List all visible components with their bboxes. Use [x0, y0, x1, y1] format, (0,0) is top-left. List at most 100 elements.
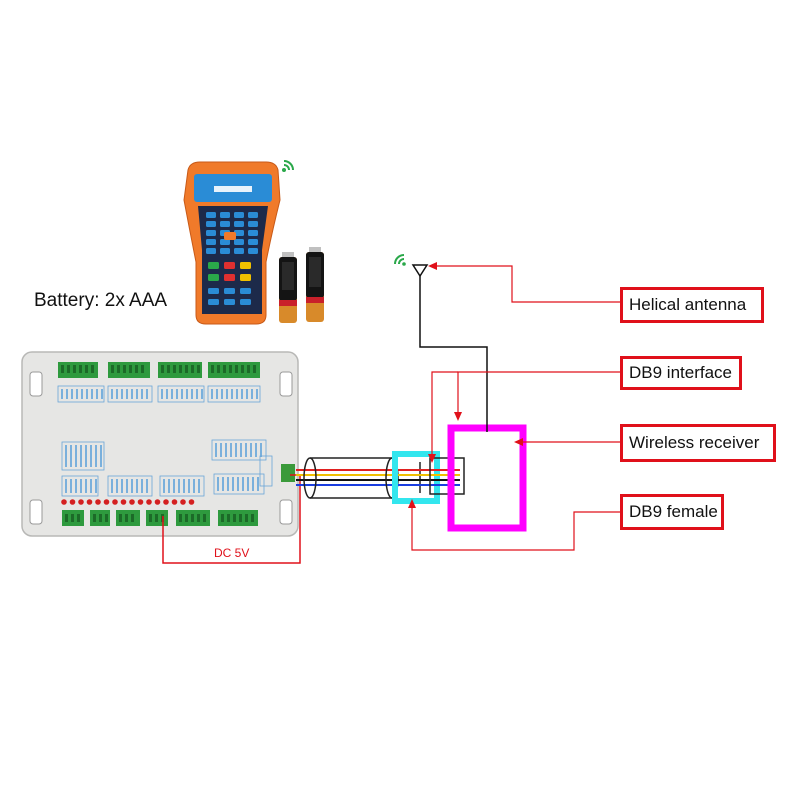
terminal-screw [191, 365, 194, 373]
silkscreen-text [191, 389, 193, 399]
terminal-screw [119, 514, 122, 522]
terminal-screw [149, 514, 152, 522]
led-indicator [137, 499, 144, 505]
silkscreen-text [183, 479, 185, 493]
terminal-screw [227, 514, 230, 522]
terminal-screw [93, 514, 96, 522]
terminal-blocks [57, 362, 273, 526]
silkscreen-text [121, 389, 123, 399]
terminal-screw [173, 365, 176, 373]
silkscreen-text [211, 389, 213, 399]
silkscreen-text [101, 389, 103, 399]
keypad-button [240, 288, 251, 294]
silkscreen-text [96, 389, 98, 399]
silkscreen-box [159, 475, 205, 497]
terminal-screw [253, 365, 256, 373]
terminal-screw [245, 514, 248, 522]
silkscreen-text [236, 389, 238, 399]
silkscreen-text [181, 389, 183, 399]
battery-aaa-icon [279, 252, 297, 323]
silkscreen-box [57, 385, 105, 403]
silkscreen-text [136, 389, 138, 399]
dc-terminal [281, 464, 295, 482]
silkscreen-text [95, 445, 97, 467]
silkscreen-text [252, 477, 254, 491]
led-indicator [86, 499, 93, 505]
silkscreen-text [242, 477, 244, 491]
terminal-screw [71, 514, 74, 522]
terminal-screw [223, 365, 226, 373]
silkscreen-text [85, 445, 87, 467]
silkscreen-text [121, 479, 123, 493]
silkscreen-text [251, 389, 253, 399]
keypad-button [248, 239, 258, 245]
silkscreen-text [136, 479, 138, 493]
silkscreen-text [166, 389, 168, 399]
terminal-screw [135, 365, 138, 373]
keypad-button [234, 221, 244, 227]
silkscreen-box [157, 385, 205, 403]
callout-arrowheads [408, 262, 523, 508]
callout-db9-interface-text: DB9 interface [629, 363, 732, 382]
silkscreen-text [70, 479, 72, 493]
silkscreen-text [146, 389, 148, 399]
silkscreen-text [171, 389, 173, 399]
silkscreen-box [211, 439, 267, 461]
silkscreen-text [198, 479, 200, 493]
silkscreen-text [255, 443, 257, 457]
led-indicator [129, 499, 135, 505]
callout-db9-female: DB9 female [620, 494, 724, 530]
antenna-wifi-icon [394, 254, 406, 266]
terminal-screw [111, 365, 114, 373]
silkscreen-text [176, 389, 178, 399]
terminal-screw [197, 365, 200, 373]
keypad-button [224, 262, 235, 269]
silkscreen-text [90, 479, 92, 493]
terminal-screw [61, 365, 64, 373]
led-indicator [103, 499, 110, 505]
terminal-screw [167, 365, 170, 373]
silkscreen-text [232, 477, 234, 491]
silkscreen-box [213, 473, 265, 495]
silkscreen-text [111, 389, 113, 399]
terminal-screw [141, 365, 144, 373]
silkscreen-text [131, 389, 133, 399]
led-indicator [154, 499, 161, 505]
silkscreen-text [257, 477, 259, 491]
keypad-button [206, 239, 216, 245]
terminal-screw [221, 514, 224, 522]
dc-voltage-label: DC 5V [214, 546, 250, 560]
terminal-screw [123, 365, 126, 373]
terminal-screw [191, 514, 194, 522]
silkscreen-text [70, 445, 72, 467]
silkscreen-text [116, 479, 118, 493]
silkscreen-text [95, 479, 97, 493]
silkscreen-text [66, 389, 68, 399]
led-indicator [146, 499, 152, 505]
silkscreen-text [240, 443, 242, 457]
keypad-button [240, 262, 251, 269]
led-indicator [188, 499, 195, 505]
db9-cable [296, 457, 399, 499]
silkscreen-text [250, 443, 252, 457]
terminal-block [208, 362, 260, 378]
terminal-screw [203, 514, 206, 522]
terminal-screw [247, 365, 250, 373]
antenna-icon [411, 264, 429, 278]
silkscreen-text [201, 389, 203, 399]
terminal-screw [179, 365, 182, 373]
silkscreen-text [230, 443, 232, 457]
silkscreen-text [217, 477, 219, 491]
keypad-button [208, 288, 219, 294]
keypad-button [206, 212, 216, 218]
silkscreen-text [216, 389, 218, 399]
silkscreen-text [168, 479, 170, 493]
silkscreen-text [163, 479, 165, 493]
silkscreen-text [90, 445, 92, 467]
silkscreen-text [193, 479, 195, 493]
wireless-receiver-box [447, 424, 527, 532]
terminal-screw [211, 365, 214, 373]
terminal-screw [217, 365, 220, 373]
silkscreen-text [227, 477, 229, 491]
